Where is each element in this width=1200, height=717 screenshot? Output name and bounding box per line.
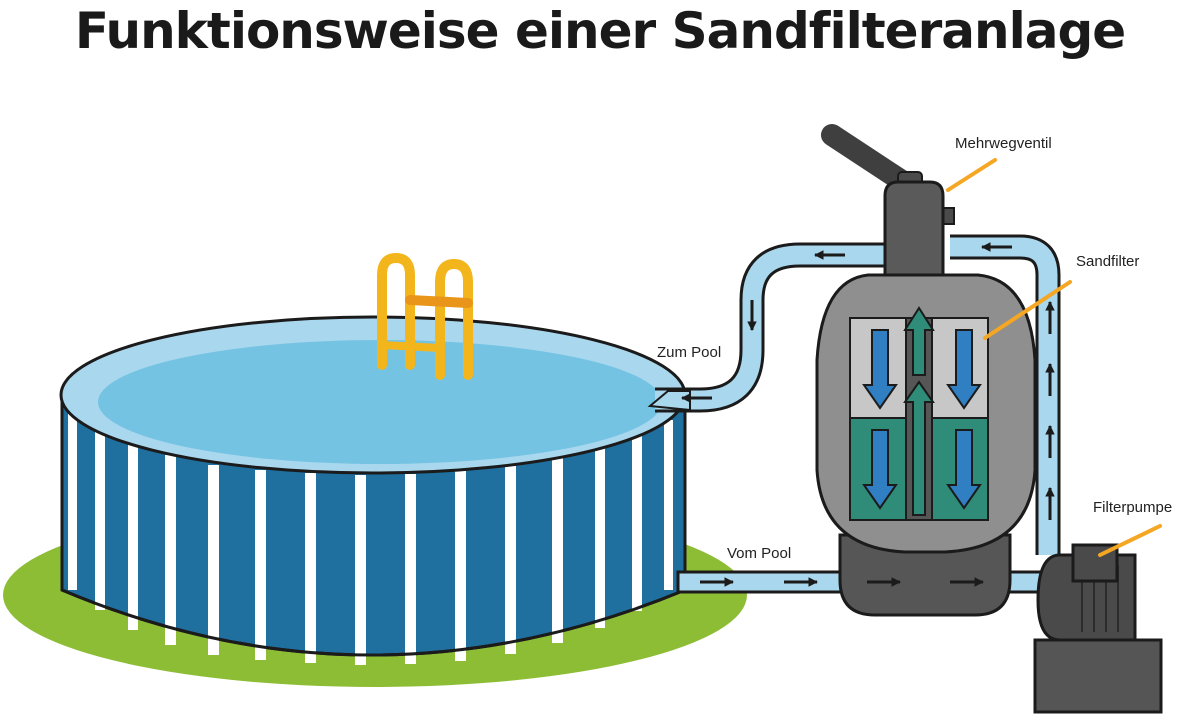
valve-handle [821,124,919,196]
callout-line-pump [1098,524,1162,557]
flow-arrow-icon [946,329,982,410]
flow-arrow-icon [946,429,982,510]
label-sandfilter: Sandfilter [1076,253,1139,270]
pipe-flow-arrows [681,242,1055,587]
filter-flow-arrows [862,306,982,516]
callout-lines [946,158,1162,557]
flow-arrow-icon [903,380,935,516]
callout-line-valve [946,158,997,192]
pool-wall-outline [60,395,687,657]
flow-arrow-icon [862,329,898,410]
callout-line-filter [983,280,1072,340]
ladder-icon [377,252,473,380]
valve-body [883,180,945,277]
pump-base [1033,638,1163,714]
pool-water [98,340,662,464]
flow-arrow-icon [862,429,898,510]
label-mehrwegventil: Mehrwegventil [955,135,1052,152]
label-vom-pool: Vom Pool [727,545,791,562]
page-title: Funktionsweise einer Sandfilteranlage [74,2,1126,60]
pipe-pump-to-valve [950,237,1058,555]
label-filterpumpe: Filterpumpe [1093,499,1172,516]
label-zum-pool: Zum Pool [657,344,721,361]
pool-wall-stripes [68,410,673,665]
filter-tank-base [838,533,1012,617]
flow-arrow-icon [903,306,935,376]
pipe-return-outlet [647,390,691,412]
